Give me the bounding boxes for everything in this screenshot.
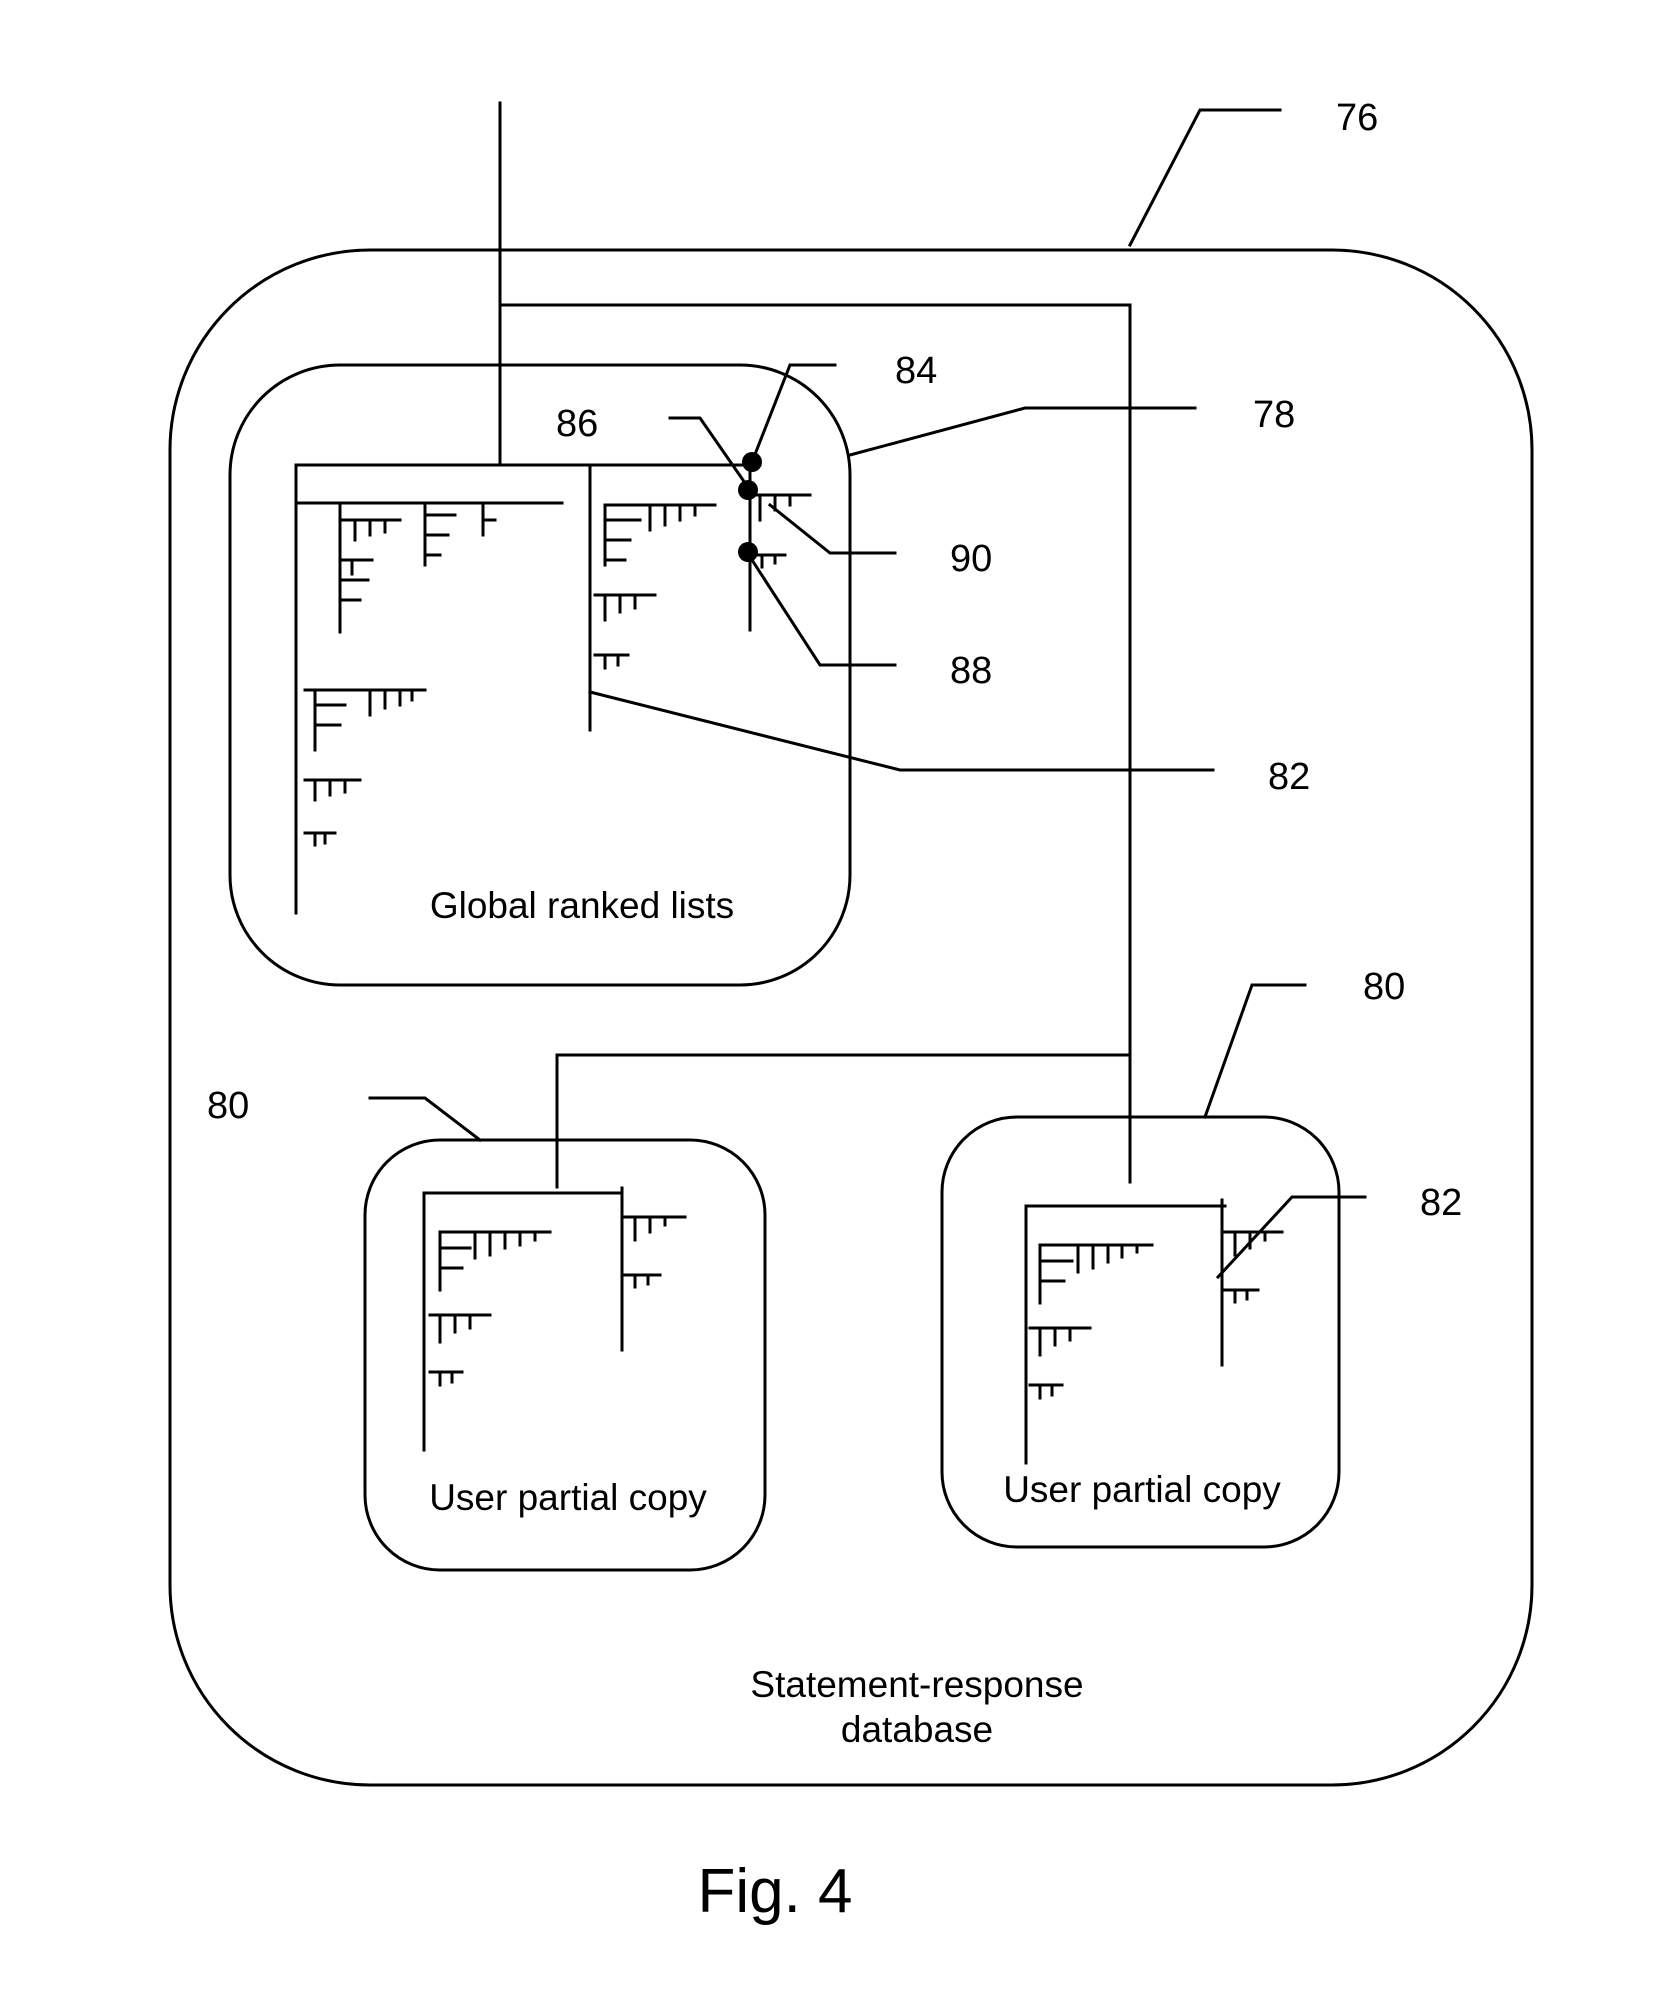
ref-numeral-80-left: 80 (207, 1085, 249, 1127)
database-label-line2: database (841, 1709, 993, 1750)
ref-numeral-90: 90 (950, 538, 992, 580)
global-ranked-lists-label: Global ranked lists (430, 885, 734, 926)
connection-lines (500, 103, 1130, 1187)
ref-numeral-78: 78 (1253, 394, 1295, 436)
user-partial-copy-label-left: User partial copy (429, 1477, 707, 1518)
ref-numeral-82-right: 82 (1420, 1182, 1462, 1224)
ref-numeral-76: 76 (1336, 97, 1378, 139)
ref-numeral-86: 86 (556, 403, 598, 445)
leader-lines (370, 110, 1365, 1277)
ref-numeral-84: 84 (895, 350, 937, 392)
database-label-line1: Statement-response (750, 1664, 1083, 1705)
figure-caption: Fig. 4 (697, 1857, 852, 1926)
node-dot-86 (738, 480, 758, 500)
ref-numeral-80-right: 80 (1363, 966, 1405, 1008)
global-tree-structure (296, 465, 810, 913)
user-partial-copy-label-right: User partial copy (1003, 1469, 1281, 1510)
node-dot-88 (738, 542, 758, 562)
ref-numeral-82-top: 82 (1268, 756, 1310, 798)
user-tree-right (1026, 1200, 1282, 1463)
user-tree-left (424, 1188, 685, 1450)
ref-numeral-88: 88 (950, 650, 992, 692)
